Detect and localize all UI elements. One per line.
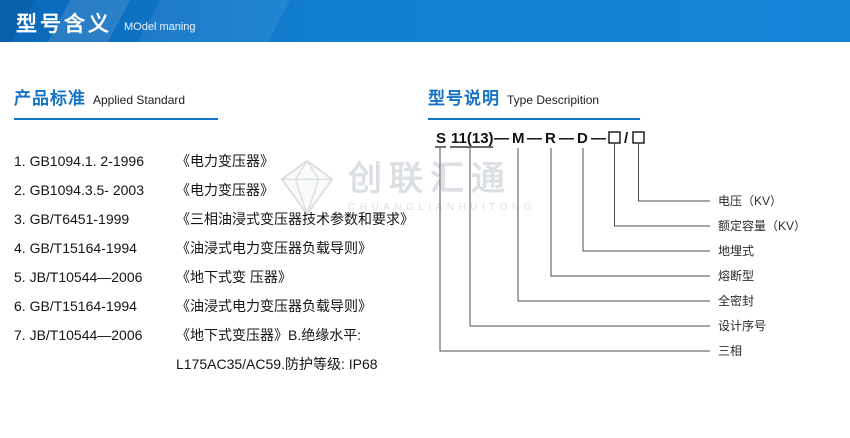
diagram-label-buried: 地埋式	[718, 244, 754, 258]
list-item: 5. JB/T10544—2006 《地下式变 压器》	[14, 263, 416, 292]
standard-code: 6. GB/T15164-1994	[14, 298, 137, 314]
list-item: 3. GB/T6451-1999 《三相油浸式变压器技术参数和要求》	[14, 205, 416, 234]
page-subtitle: MOdel maning	[124, 21, 196, 33]
standards-list: 1. GB1094.1. 2-1996 《电力变压器》 2. GB1094.3.…	[14, 147, 416, 350]
diagram-label-voltage: 电压（KV）	[718, 194, 782, 208]
standard-title: 《电力变压器》	[176, 182, 274, 198]
standard-code: 3. GB/T6451-1999	[14, 211, 130, 227]
standard-title: 《地下式变压器》B.绝缘水平:	[176, 327, 362, 343]
applied-standards-heading-cn: 产品标准	[14, 89, 86, 108]
code-design-no: 11(13)	[451, 130, 494, 147]
code-buried: D	[577, 130, 588, 147]
model-naming-diagram: S 11(13) — M — R — D — /	[435, 130, 806, 358]
standard-code: 4. GB/T15164-1994	[14, 240, 137, 256]
list-item: 2. GB1094.3.5- 2003 《电力变压器》	[14, 176, 416, 205]
standard-continuation-line: L175AC35/AC59.防护等级: IP68	[176, 356, 378, 372]
page-title: 型号含义	[16, 13, 112, 36]
standard-title: 《三相油浸式变压器技术参数和要求》	[176, 211, 414, 227]
standard-code: 2. GB1094.3.5- 2003	[14, 182, 144, 198]
standard-code: 1. GB1094.1. 2-1996	[14, 153, 144, 169]
list-item: 4. GB/T15164-1994 《油浸式电力变压器负载导则》	[14, 234, 416, 263]
list-item: 1. GB1094.1. 2-1996 《电力变压器》	[14, 147, 416, 176]
diagram-label-sealed: 全密封	[718, 293, 754, 308]
applied-standards-section: 产品标准 Applied Standard 1. GB1094.1. 2-199…	[14, 84, 416, 379]
code-sealed: M	[512, 130, 525, 147]
code-capacity-box	[608, 131, 621, 144]
diagram-label-fuse: 熔断型	[718, 268, 754, 283]
standard-code: 5. JB/T10544—2006	[14, 269, 143, 285]
applied-standards-heading: 产品标准 Applied Standard	[14, 84, 218, 120]
list-item: 7. JB/T10544—2006 《地下式变压器》B.绝缘水平:	[14, 321, 416, 350]
list-item: 6. GB/T15164-1994 《油浸式电力变压器负载导则》	[14, 292, 416, 321]
type-description-heading-cn: 型号说明	[428, 89, 500, 108]
standard-code: 7. JB/T10544—2006	[14, 327, 143, 343]
standard-title: 《地下式变 压器》	[176, 269, 292, 285]
standard-title: 《电力变压器》	[176, 153, 274, 169]
code-fuse: R	[545, 130, 556, 147]
type-description-heading-en: Type Descripition	[507, 93, 600, 107]
code-phase: S	[436, 130, 446, 147]
diagram-label-capacity: 额定容量（KV）	[718, 218, 806, 233]
diagram-label-phase: 三相	[718, 344, 742, 358]
code-dash-4: —	[591, 130, 606, 147]
type-description-heading: 型号说明 Type Descripition	[428, 84, 640, 120]
standard-title: 《油浸式电力变压器负载导则》	[176, 298, 372, 314]
type-description-section: 型号说明 Type Descripition S 11(13) — M — R …	[428, 84, 842, 373]
code-dash-3: —	[559, 130, 574, 147]
page-header: 型号含义 MOdel maning	[0, 0, 850, 42]
code-dash-2: —	[527, 130, 542, 147]
diagram-label-design-no: 设计序号	[718, 318, 766, 333]
connector-lines	[439, 144, 710, 352]
code-voltage-box	[632, 131, 645, 144]
applied-standards-heading-en: Applied Standard	[93, 93, 186, 107]
standard-title: 《油浸式电力变压器负载导则》	[176, 240, 372, 256]
code-slash: /	[624, 130, 629, 147]
code-dash-1: —	[494, 130, 509, 147]
